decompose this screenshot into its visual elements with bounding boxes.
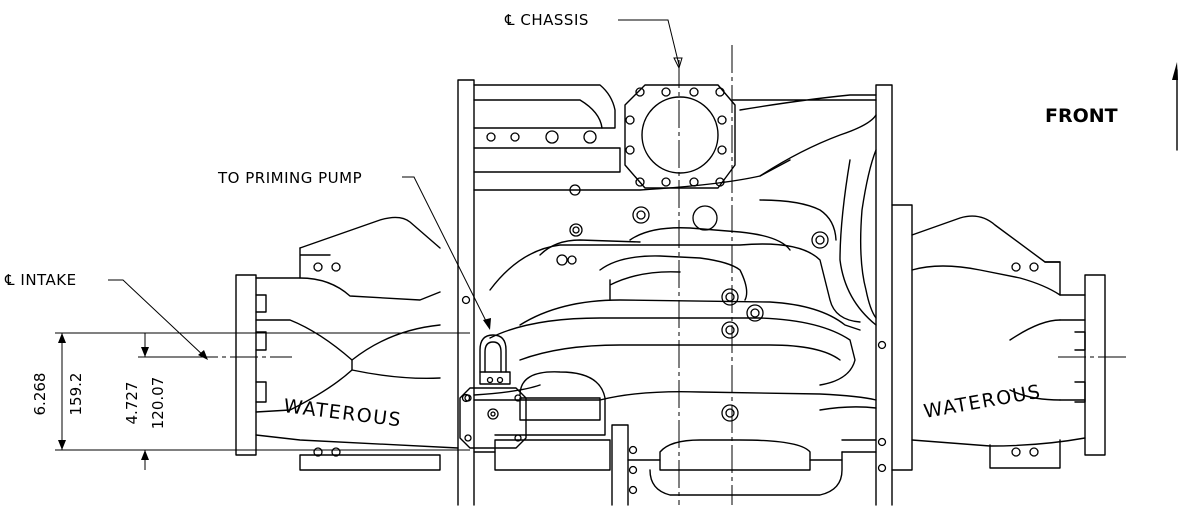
dim-overall-mm: 159.2 [67, 373, 85, 416]
intake-centerline-label: ℄ INTAKE [4, 271, 77, 289]
left-intake-manifold [235, 216, 459, 471]
dim-intake-mm: 120.07 [149, 377, 167, 430]
dim-overall-inch: 6.268 [31, 373, 49, 416]
waterous-left-label: WATEROUS [282, 395, 403, 431]
front-label: FRONT [1045, 105, 1118, 127]
right-intake-manifold [891, 204, 1106, 471]
priming-pump-label: TO PRIMING PUMP [217, 169, 362, 187]
front-arrow-icon [1172, 62, 1178, 151]
intake-leader [108, 279, 206, 358]
priming-pump-leader [402, 176, 489, 326]
waterous-right-label: WATEROUS [922, 381, 1043, 423]
chassis-centerline-label: ℄ CHASSIS [504, 11, 589, 29]
bolt-holes [313, 87, 1039, 495]
dimension-intake [138, 333, 190, 470]
priming-pump [459, 334, 527, 449]
dimension-overall [55, 332, 470, 451]
chassis-leader [618, 19, 680, 66]
dim-intake-inch: 4.727 [123, 382, 141, 425]
pump-body [457, 79, 893, 506]
